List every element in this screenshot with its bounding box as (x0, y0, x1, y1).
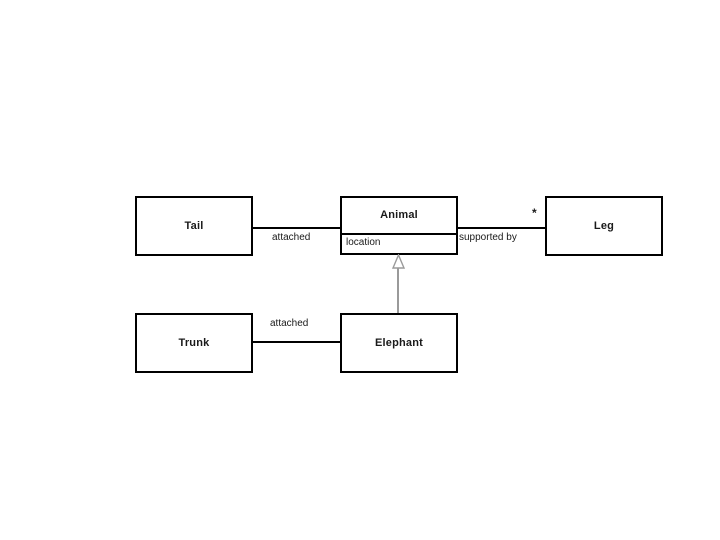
class-name-leg: Leg (593, 220, 615, 232)
class-name-tail: Tail (184, 220, 204, 232)
class-box-trunk[interactable]: Trunk (135, 313, 253, 373)
multiplicity-label-leg: * (532, 206, 537, 220)
association-label-trunk-elephant: attached (270, 318, 309, 329)
class-box-animal[interactable]: Animal location (340, 196, 458, 255)
association-line-animal-leg[interactable] (458, 227, 545, 229)
class-box-tail[interactable]: Tail (135, 196, 253, 256)
association-line-trunk-elephant[interactable] (253, 341, 340, 343)
association-label-animal-leg: supported by (459, 232, 517, 243)
generalization-arrowhead-icon (391, 253, 406, 269)
association-label-tail-animal: attached (272, 232, 311, 243)
class-attribute-location: location (346, 237, 381, 248)
class-name-trunk: Trunk (178, 337, 210, 349)
class-name-animal: Animal (380, 209, 418, 221)
class-compartment-divider-animal (342, 233, 456, 235)
association-line-tail-animal[interactable] (253, 227, 340, 229)
class-box-elephant[interactable]: Elephant (340, 313, 458, 373)
class-box-leg[interactable]: Leg (545, 196, 663, 256)
generalization-line-elephant-animal[interactable] (397, 268, 399, 313)
class-name-elephant: Elephant (374, 337, 424, 349)
